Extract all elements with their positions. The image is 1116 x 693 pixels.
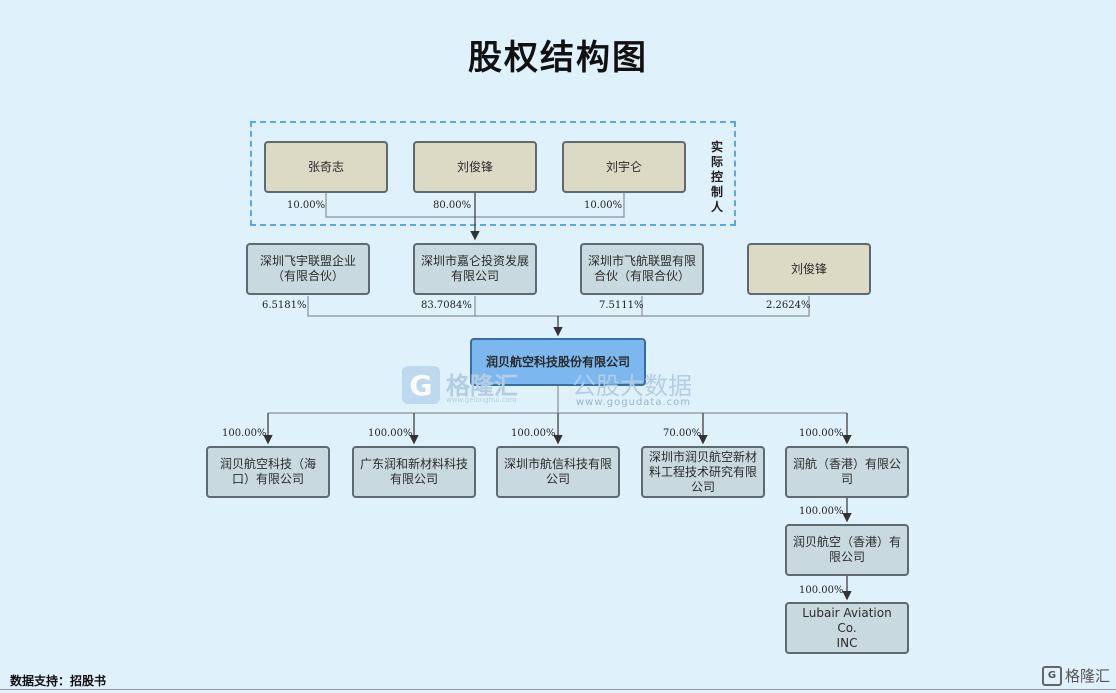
controller-box: 刘俊锋 [413,141,537,193]
shareholder-box: 深圳飞宇联盟企业 （有限合伙） [246,243,370,295]
shareholder-pct: 7.5111% [599,300,644,311]
subsidiary-pct: 100.00% [799,428,844,439]
subsidiary-box: 润航（香港）有限公 司 [785,446,909,498]
corner-brand-text: 格隆汇 [1065,667,1111,685]
actual-controllers-label: 实 际 控 制 人 [710,140,723,214]
shareholder-box: 刘俊锋 [747,243,871,295]
gelonghui-logo-icon: G [1042,665,1062,686]
watermark-brand: 格隆汇 [446,372,518,400]
chain-pct: 100.00% [799,506,844,517]
subsidiary-pct: 100.00% [511,428,556,439]
chain-box: 润贝航空（香港）有 限公司 [785,524,909,576]
chain-pct: 100.00% [799,585,844,596]
subsidiary-pct: 70.00% [663,428,702,439]
controller-box: 张奇志 [264,141,388,193]
controller-pct: 10.00% [584,200,623,211]
watermark-logo-icon: G [402,366,440,404]
footer-divider [0,689,1116,690]
subsidiary-box: 润贝航空科技（海 口）有限公司 [206,446,330,498]
shareholder-pct: 83.7084% [421,300,472,311]
subsidiary-box: 深圳市润贝航空新材 料工程技术研究有限 公司 [641,446,765,498]
watermark-sub: 公股大数据 [572,372,692,400]
controller-box: 刘宇仑 [562,141,686,193]
shareholder-box: 深圳市飞航联盟有限 合伙（有限合伙） [580,243,704,295]
chart-title: 股权结构图 [468,38,648,78]
corner-brand: G 格隆汇 [1042,665,1110,686]
data-source-footer: 数据支持：招股书 [10,674,107,688]
controller-pct: 10.00% [287,200,326,211]
shareholder-pct: 6.5181% [262,300,307,311]
watermark-brand-url: www.gelonghui.com [446,396,517,404]
shareholder-pct: 2.2624% [766,300,811,311]
controller-pct: 80.00% [433,200,472,211]
subsidiary-box: 广东润和新材料科技 有限公司 [352,446,476,498]
subsidiary-box: 深圳市航信科技有限 公司 [496,446,620,498]
watermark-sub-url: www.gogudata.com [576,397,692,408]
main-company-box: 润贝航空科技股份有限公司 [470,338,646,386]
shareholder-box: 深圳市嘉仑投资发展 有限公司 [413,243,537,295]
actual-controllers-frame [250,121,736,226]
subsidiary-pct: 100.00% [222,428,267,439]
chain-box: Lubair Aviation Co. INC [785,602,909,654]
subsidiary-pct: 100.00% [368,428,413,439]
